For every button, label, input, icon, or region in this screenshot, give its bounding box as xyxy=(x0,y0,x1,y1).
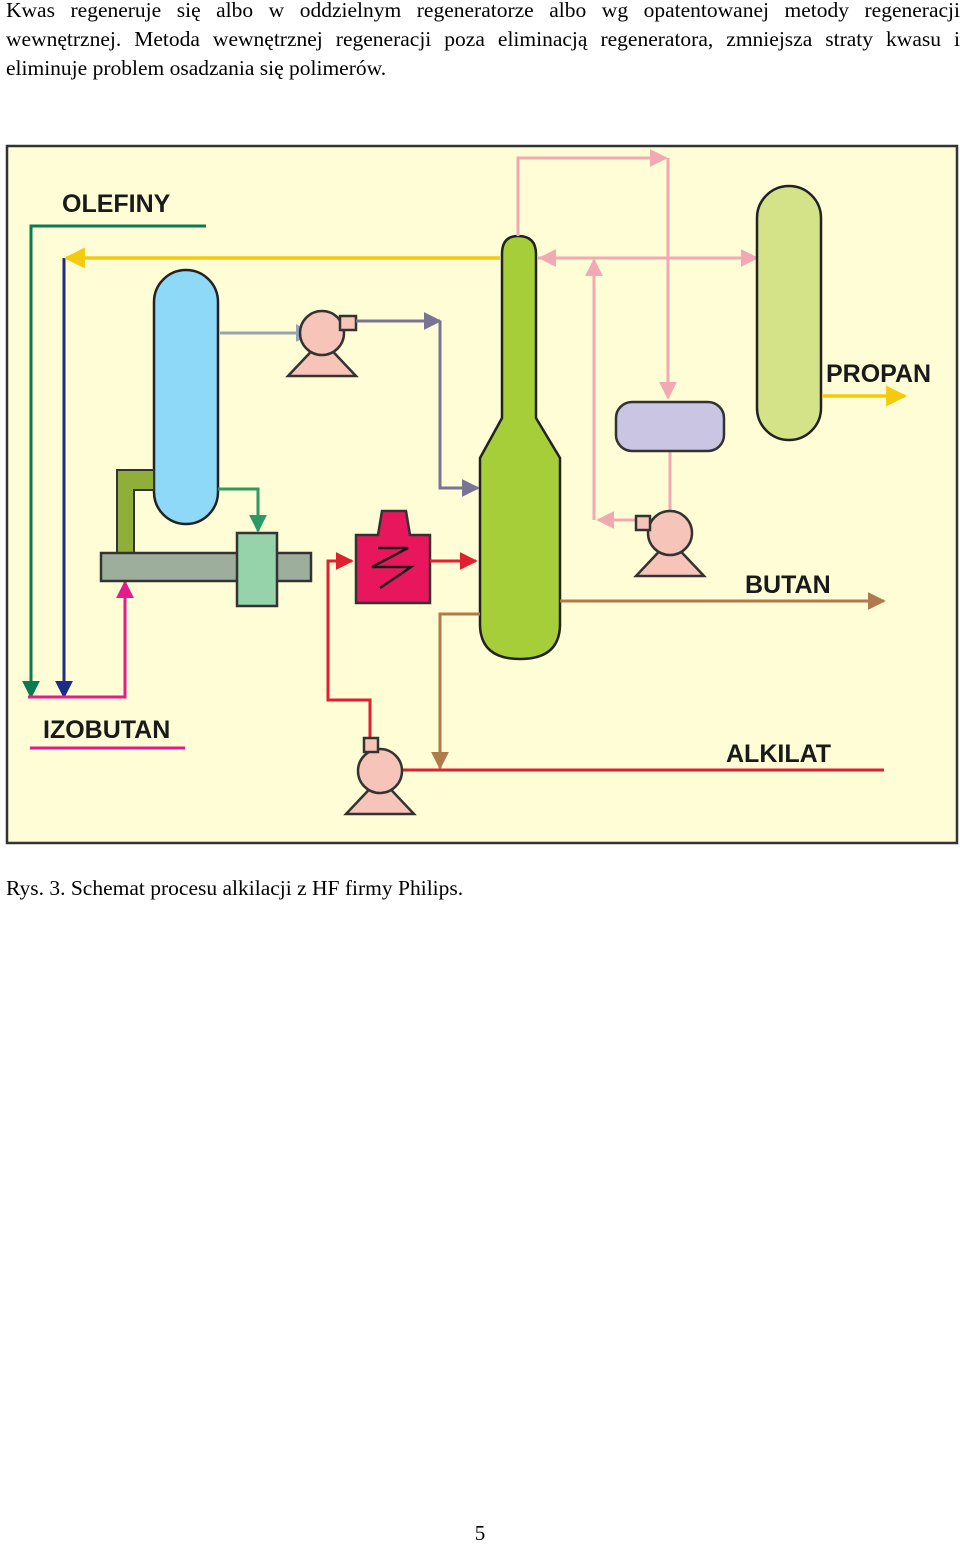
alkylation-process-diagram: OLEFINY PROPAN BUTAN IZOBUTAN ALKILAT xyxy=(5,144,959,845)
label-propan: PROPAN xyxy=(826,360,931,388)
overhead-line xyxy=(516,149,668,236)
pump-3 xyxy=(343,736,417,816)
pump-2 xyxy=(633,509,707,578)
fired-heater xyxy=(354,509,432,605)
pump-1 xyxy=(285,309,359,378)
page-number: 5 xyxy=(474,1521,486,1545)
main-fractionator xyxy=(478,234,562,661)
settler-to-exchanger-line xyxy=(218,487,267,533)
izobutan-to-reactor-line xyxy=(28,580,134,699)
label-olefiny: OLEFINY xyxy=(62,190,171,218)
propane-stripper xyxy=(755,184,823,442)
olefiny-feed-line xyxy=(22,224,206,699)
label-alkilat: ALKILAT xyxy=(726,740,831,768)
heat-exchanger xyxy=(235,531,279,608)
label-izobutan: IZOBUTAN xyxy=(43,716,170,744)
pump-to-heater-line xyxy=(326,552,372,738)
intro-paragraph: Kwas regeneruje się albo w oddzielnym re… xyxy=(6,0,960,80)
label-butan: BUTAN xyxy=(745,571,831,599)
figure-caption: Rys. 3. Schemat procesu alkilacji z HF f… xyxy=(6,876,464,900)
mixer-bar xyxy=(99,551,313,583)
bottoms-line xyxy=(431,612,480,770)
settler-column xyxy=(152,268,220,526)
purple-feed-line xyxy=(438,321,480,497)
accumulator-drum xyxy=(614,400,726,453)
